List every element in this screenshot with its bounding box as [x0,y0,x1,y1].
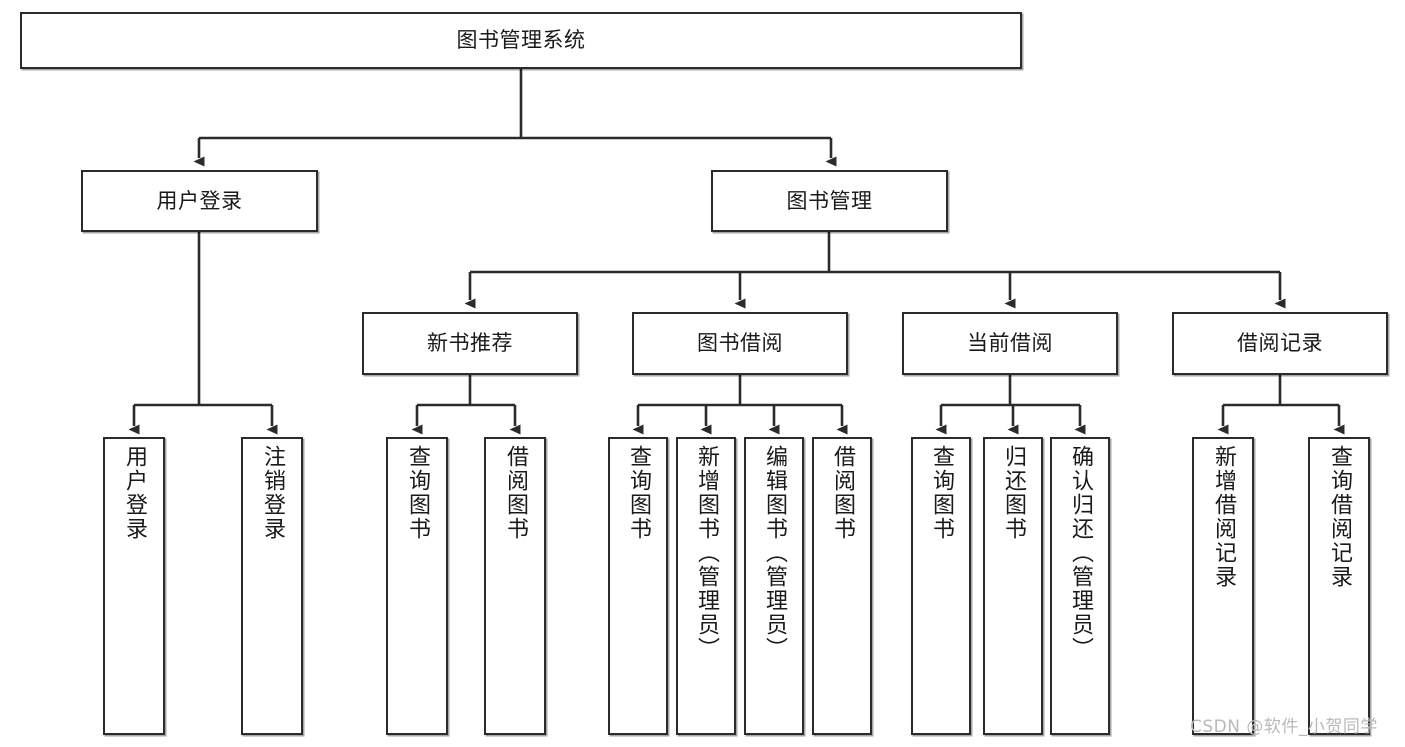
edge-book-mgmt-to-level3 [464,232,1286,309]
leaf-add-borrow-record[interactable]: 新增借阅记录 [1192,437,1254,735]
leaf-add-book-admin[interactable]: 新增图书（管理员） [676,437,736,735]
node-label: 确认归还（管理员） [1068,445,1093,661]
node-label: 查询图书 [929,445,954,541]
leaf-borrow-book-recommend[interactable]: 借阅图书 [484,437,546,735]
node-user-login[interactable]: 用户登录 [81,170,318,232]
edge-new-book-to-leaves [411,375,521,435]
leaf-logout-login[interactable]: 注销登录 [241,437,303,735]
node-label: 归还图书 [1001,445,1026,541]
node-label: 借阅图书 [503,445,528,541]
node-borrow-record[interactable]: 借阅记录 [1172,312,1388,375]
node-label: 查询图书 [405,445,430,541]
node-label: 新增借阅记录 [1211,445,1236,589]
node-current-borrow[interactable]: 当前借阅 [902,312,1118,375]
leaf-query-borrow-record[interactable]: 查询借阅记录 [1308,437,1370,735]
leaf-return-book[interactable]: 归还图书 [983,437,1043,735]
leaf-query-book-recommend[interactable]: 查询图书 [386,437,448,735]
leaf-edit-book-admin[interactable]: 编辑图书（管理员） [744,437,804,735]
node-label: 图书借阅 [697,331,783,356]
edge-user-login-to-leaves [128,232,278,435]
node-label: 图书管理系统 [456,28,586,53]
watermark-text: CSDN @软件_小贺同学 [1190,717,1378,737]
node-book-management[interactable]: 图书管理 [711,170,948,232]
node-label: 用户登录 [156,188,243,213]
node-label: 编辑图书（管理员） [762,445,787,661]
leaf-query-book-borrow[interactable]: 查询图书 [608,437,668,735]
node-label: 新增图书（管理员） [694,445,719,661]
leaf-borrow-book[interactable]: 借阅图书 [812,437,872,735]
node-label: 借阅记录 [1237,331,1323,356]
node-label: 查询图书 [626,445,651,541]
node-new-book-recommend[interactable]: 新书推荐 [362,312,578,375]
edge-root-to-level2 [193,69,837,167]
node-book-borrow[interactable]: 图书借阅 [632,312,848,375]
edge-borrow-record-to-leaves [1217,375,1345,435]
leaf-query-book-current[interactable]: 查询图书 [911,437,971,735]
node-label: 用户登录 [122,445,147,541]
node-label: 新书推荐 [427,331,513,356]
node-label: 借阅图书 [830,445,855,541]
node-label: 当前借阅 [967,331,1053,356]
edge-current-borrow-to-leaves [935,375,1086,435]
edge-borrow-to-leaves [632,375,848,435]
leaf-confirm-return-admin[interactable]: 确认归还（管理员） [1050,437,1110,735]
node-label: 查询借阅记录 [1327,445,1352,589]
leaf-user-login[interactable]: 用户登录 [103,437,165,735]
node-root-system[interactable]: 图书管理系统 [20,12,1022,69]
node-label: 图书管理 [786,188,873,213]
node-label: 注销登录 [260,445,285,541]
